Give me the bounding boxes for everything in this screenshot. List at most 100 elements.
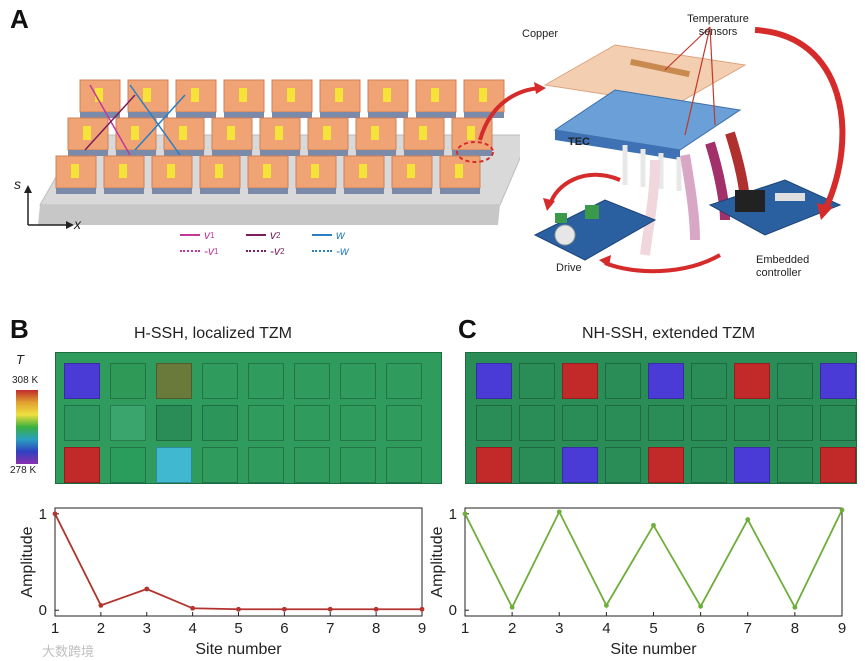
legend-text: v — [270, 228, 276, 242]
data-point — [327, 606, 333, 612]
x-tick-label: 7 — [744, 620, 752, 637]
x-tick-label: 3 — [143, 620, 151, 637]
heatmap-tile — [820, 405, 856, 441]
legend-line — [312, 250, 332, 252]
colorbar-min-label: 278 K — [10, 465, 37, 476]
heatmap-tile — [294, 447, 330, 483]
board-tiles — [55, 79, 505, 194]
x-tick-label: 3 — [555, 620, 563, 637]
panel-letter-b: B — [10, 314, 29, 344]
heatmap-tile — [110, 447, 146, 483]
heatmap-tile — [562, 447, 598, 483]
y-axis-label: Amplitude — [20, 526, 36, 597]
label-embedded-controller: Embedded controller — [756, 254, 810, 279]
heatmap-tile — [691, 405, 727, 441]
heatmap-tile — [519, 363, 555, 399]
x-tick-label: 4 — [188, 620, 196, 637]
legend-subscript: 2 — [280, 246, 285, 256]
data-point — [144, 586, 150, 592]
heatmap-b-title: H-SSH, localized TZM — [134, 325, 292, 342]
axis-x-label: x — [74, 216, 81, 232]
heatmap-tile — [64, 363, 100, 399]
heatmap-tile — [648, 363, 684, 399]
legend-subscript: 1 — [214, 246, 219, 256]
heatmap-tile — [519, 447, 555, 483]
board-tile — [403, 117, 445, 151]
heatmap-tile — [734, 363, 770, 399]
x-tick-label: 7 — [326, 620, 334, 637]
heatmap-tile — [691, 447, 727, 483]
lattice-board-illustration — [38, 79, 520, 225]
heatmap-tile — [340, 405, 376, 441]
data-point — [419, 606, 425, 612]
heatmap-tile — [248, 447, 284, 483]
heatmap-tile — [777, 447, 813, 483]
legend-line — [312, 234, 332, 236]
legend-line — [180, 250, 200, 252]
data-point — [603, 602, 609, 608]
heatmap-tile — [386, 363, 422, 399]
data-point — [190, 605, 196, 611]
x-tick-label: 6 — [696, 620, 704, 637]
heatmap-c — [465, 352, 857, 484]
coupling-line — [89, 84, 131, 156]
heatmap-tile — [605, 363, 641, 399]
heatmap-tile — [691, 363, 727, 399]
watermark: 大数跨境 — [42, 644, 95, 659]
data-point — [373, 606, 379, 612]
label-tec: TEC — [568, 136, 590, 148]
board-tile — [127, 79, 169, 113]
coupling-line — [84, 94, 136, 151]
legend-text: w — [336, 228, 345, 242]
heatmap-tile — [605, 447, 641, 483]
legend-line — [180, 234, 200, 236]
legend-item: w — [312, 228, 345, 242]
data-point — [462, 511, 468, 517]
heatmap-tile — [156, 363, 192, 399]
colorbar-max-label: 308 K — [12, 375, 39, 386]
heatmap-tile — [820, 363, 856, 399]
y-axis-label: Amplitude — [430, 526, 446, 597]
heatmap-tile — [648, 447, 684, 483]
data-point — [52, 511, 58, 517]
legend-text: -w — [336, 244, 349, 258]
heatmap-tile — [820, 447, 856, 483]
legend-text: -v — [270, 244, 280, 258]
data-point — [698, 603, 704, 609]
heatmap-tile — [476, 363, 512, 399]
heatmap-tile — [110, 363, 146, 399]
heatmap-tile — [476, 405, 512, 441]
heatmap-tile — [294, 405, 330, 441]
heatmap-tile — [110, 405, 146, 441]
y-tick-label: 0 — [39, 602, 47, 619]
label-temperature-sensors: Temperature sensors — [687, 13, 749, 38]
axes-indicator — [24, 185, 74, 229]
x-tick-label: 8 — [372, 620, 380, 637]
heatmap-tile — [202, 405, 238, 441]
heatmap-tile — [340, 447, 376, 483]
heatmap-c-title: NH-SSH, extended TZM — [582, 325, 756, 342]
panel-letter-a: A — [10, 4, 29, 34]
legend-text: -v — [204, 244, 214, 258]
x-tick-label: 1 — [51, 620, 59, 637]
data-point — [509, 604, 515, 610]
data-point — [839, 507, 845, 513]
heatmap-tile — [734, 405, 770, 441]
setup-illustration — [533, 26, 846, 274]
data-point — [236, 606, 241, 612]
data-point — [651, 522, 656, 528]
x-axis-label: Site number — [195, 641, 282, 658]
label-copper: Copper — [522, 28, 559, 40]
x-tick-label: 2 — [508, 620, 516, 637]
plot-frame — [54, 507, 423, 617]
heatmap-tile — [605, 405, 641, 441]
data-point — [281, 606, 287, 612]
x-tick-label: 5 — [234, 620, 242, 637]
y-tick-label: 0 — [449, 602, 457, 619]
data-point — [745, 517, 751, 522]
heatmap-tile — [519, 405, 555, 441]
legend-subscript: 2 — [276, 230, 281, 240]
